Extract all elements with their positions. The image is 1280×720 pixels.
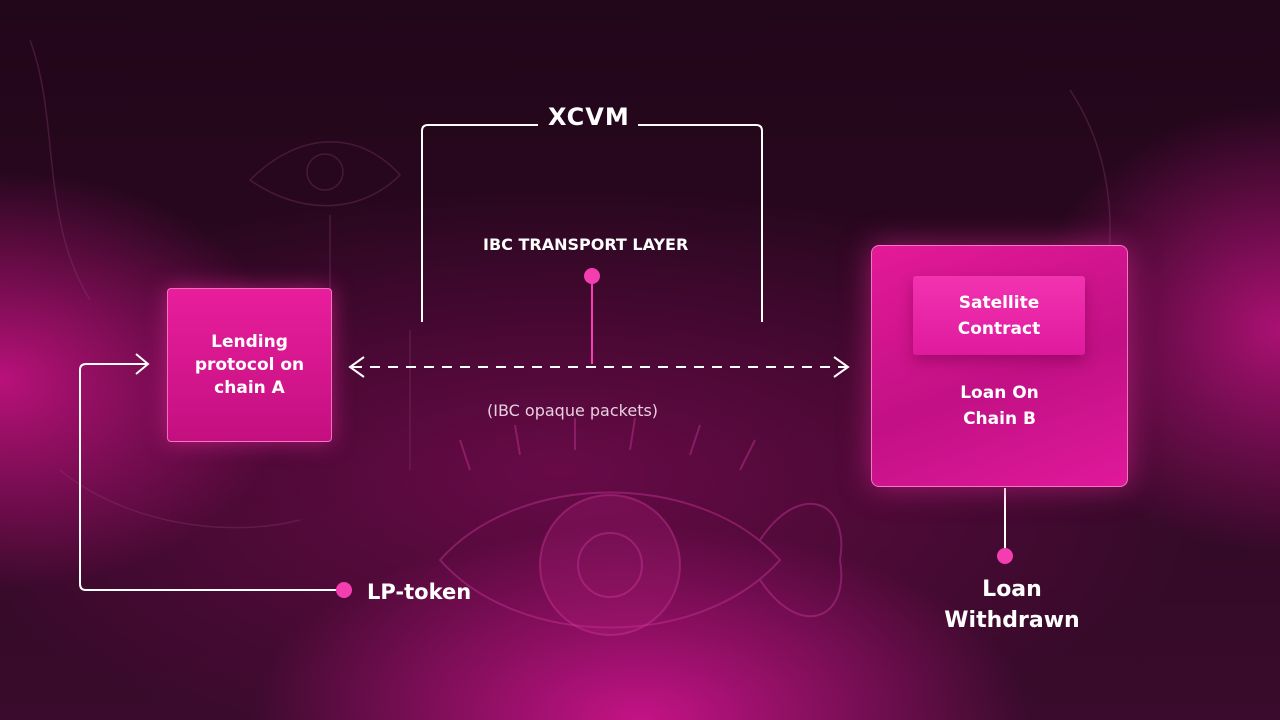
decorative-eye-illustration (438, 417, 843, 636)
ibc-transport-label: IBC TRANSPORT LAYER (483, 235, 689, 254)
chain-a-box: Lending protocol on chain A (167, 288, 332, 442)
xcvm-label: XCVM (548, 103, 630, 131)
satellite-contract-label: Satellite Contract (957, 292, 1041, 339)
chain-b-label: Loan On Chain B (960, 383, 1039, 429)
ibc-packets-label: (IBC opaque packets) (487, 401, 659, 420)
lp-arrow-head (135, 353, 150, 375)
ibc-node-dot (584, 268, 600, 284)
lp-dot (336, 582, 352, 598)
arrow-head-left (348, 356, 365, 378)
arrow-head-right (833, 356, 850, 378)
lp-return-path (79, 363, 344, 591)
xcvm-bracket (421, 124, 763, 322)
loan-withdrawn-label: Loan Withdrawn (944, 577, 1080, 633)
satellite-contract-box: Satellite Contract (913, 276, 1085, 355)
lp-token-label: LP-token (367, 580, 472, 604)
chain-a-label: Lending protocol on chain A (194, 331, 305, 398)
chain-b-label-area: Loan On Chain B (871, 378, 1128, 434)
withdrawn-dot (997, 548, 1013, 564)
